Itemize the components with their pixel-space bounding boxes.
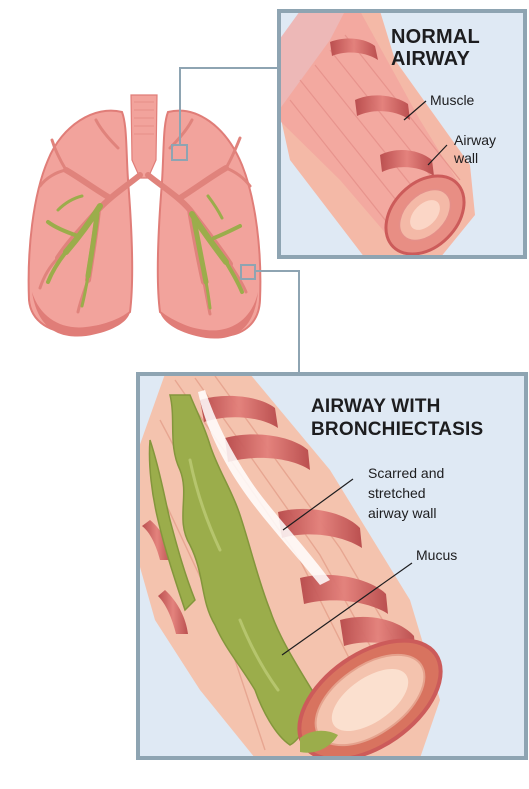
bronchiectasis-title-line1: AIRWAY WITH: [311, 396, 441, 418]
label-scarred-line3: airway wall: [368, 505, 436, 522]
label-airway-wall-line1: Airway: [454, 132, 496, 149]
normal-airway-title-line2: AIRWAY: [391, 48, 470, 70]
lungs: [29, 95, 261, 339]
label-scarred-line2: stretched: [368, 485, 426, 502]
label-muscle: Muscle: [430, 92, 474, 109]
label-mucus: Mucus: [416, 547, 457, 564]
label-scarred-line1: Scarred and: [368, 465, 444, 482]
connector-line-bronchiectasis: [255, 271, 299, 374]
bronchiectasis-title-line2: BRONCHIECTASIS: [311, 419, 483, 441]
trachea: [131, 95, 157, 178]
normal-airway-title-line1: NORMAL: [391, 26, 480, 48]
label-airway-wall-line2: wall: [454, 150, 478, 167]
